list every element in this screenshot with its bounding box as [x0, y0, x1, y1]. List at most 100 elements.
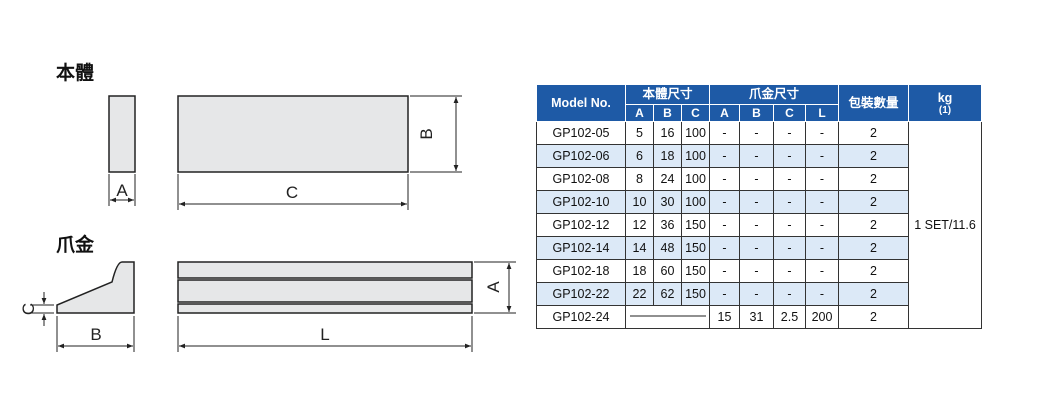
table-row: GP102-10 10 30 100 - - - - 2	[536, 190, 982, 214]
table-row: GP102-05 5 16 100 - - - - 2 1 SET/11.6	[536, 121, 982, 329]
cell-weight: 1 SET/11.6	[908, 121, 982, 329]
cell-body-c: 100	[681, 167, 710, 191]
cell-body-a: 12	[625, 213, 654, 237]
cell-body-na	[625, 305, 710, 329]
spec-table: Model No. 本體尺寸 爪金尺寸 包裝數量 kg (1) A B C A …	[536, 84, 982, 329]
dim-label-jaw-b: B	[90, 325, 101, 344]
header-jaw-a: A	[709, 104, 740, 122]
technical-drawing: A C B C B A L	[19, 95, 516, 352]
body-end-view	[108, 95, 136, 173]
dim-label-jaw-a: A	[484, 281, 503, 293]
cell-model: GP102-10	[536, 190, 626, 214]
header-jaw-b: B	[739, 104, 774, 122]
header-jaw-l: L	[805, 104, 839, 122]
cell-jaw-b: -	[739, 282, 774, 306]
table-row: GP102-12 12 36 150 - - - - 2	[536, 213, 982, 237]
dim-label-body-a: A	[116, 181, 128, 200]
cell-qty: 2	[838, 144, 909, 168]
cell-body-b: 48	[653, 236, 682, 260]
dim-label-jaw-c: C	[19, 303, 38, 315]
cell-jaw-l: -	[805, 213, 839, 237]
cell-body-c: 100	[681, 144, 710, 168]
cell-model: GP102-06	[536, 144, 626, 168]
header-qty: 包裝數量	[838, 84, 909, 122]
cell-jaw-l: -	[805, 236, 839, 260]
cell-body-c: 150	[681, 282, 710, 306]
cell-model: GP102-08	[536, 167, 626, 191]
cell-body-c: 100	[681, 121, 710, 145]
cell-body-c: 150	[681, 236, 710, 260]
cell-jaw-b: -	[739, 190, 774, 214]
cell-jaw-a: -	[709, 167, 740, 191]
cell-jaw-b: -	[739, 213, 774, 237]
not-applicable-line	[629, 315, 706, 317]
cell-qty: 2	[838, 213, 909, 237]
dim-label-jaw-l: L	[320, 325, 329, 344]
cell-jaw-c: -	[773, 167, 806, 191]
header-body-group: 本體尺寸	[625, 84, 710, 105]
header-model: Model No.	[536, 84, 626, 122]
cell-body-a: 5	[625, 121, 654, 145]
cell-body-a: 6	[625, 144, 654, 168]
cell-jaw-c: -	[773, 259, 806, 283]
cell-body-a: 8	[625, 167, 654, 191]
table-row: GP102-24 15 31 2.5 200 2	[536, 305, 982, 329]
table-row: GP102-14 14 48 150 - - - - 2	[536, 236, 982, 260]
cell-qty: 2	[838, 236, 909, 260]
cell-model: GP102-05	[536, 121, 626, 145]
cell-jaw-b: -	[739, 259, 774, 283]
jaw-section-title: 爪金	[56, 235, 95, 256]
jaw-end-profile	[56, 261, 135, 314]
header-weight: kg (1)	[908, 84, 982, 122]
cell-jaw-l: -	[805, 167, 839, 191]
cell-body-a: 22	[625, 282, 654, 306]
cell-qty: 2	[838, 167, 909, 191]
cell-jaw-a: -	[709, 259, 740, 283]
cell-jaw-a: 15	[709, 305, 740, 329]
cell-jaw-a: -	[709, 236, 740, 260]
cell-body-b: 16	[653, 121, 682, 145]
cell-jaw-b: -	[739, 144, 774, 168]
cell-qty: 2	[838, 190, 909, 214]
cell-body-b: 24	[653, 167, 682, 191]
cell-body-b: 30	[653, 190, 682, 214]
cell-jaw-l: -	[805, 121, 839, 145]
cell-jaw-c: -	[773, 213, 806, 237]
cell-jaw-l: -	[805, 282, 839, 306]
cell-jaw-a: -	[709, 144, 740, 168]
cell-qty: 2	[838, 121, 909, 145]
cell-jaw-a: -	[709, 282, 740, 306]
cell-body-c: 150	[681, 213, 710, 237]
cell-jaw-c: -	[773, 144, 806, 168]
cell-jaw-c: -	[773, 190, 806, 214]
cell-body-c: 100	[681, 190, 710, 214]
cell-body-b: 62	[653, 282, 682, 306]
dim-label-body-c: C	[286, 183, 298, 202]
cell-body-a: 14	[625, 236, 654, 260]
cell-model: GP102-24	[536, 305, 626, 329]
header-weight-unit: kg	[937, 90, 953, 105]
table-row: GP102-22 22 62 150 - - - - 2	[536, 282, 982, 306]
cell-body-b: 36	[653, 213, 682, 237]
header-body-c: C	[681, 104, 710, 122]
cell-jaw-c: 2.5	[773, 305, 806, 329]
cell-body-a: 18	[625, 259, 654, 283]
cell-jaw-a: -	[709, 190, 740, 214]
cell-jaw-a: -	[709, 213, 740, 237]
cell-model: GP102-12	[536, 213, 626, 237]
jaw-side-view	[177, 261, 473, 314]
cell-model: GP102-14	[536, 236, 626, 260]
cell-jaw-c: -	[773, 121, 806, 145]
table-row: GP102-06 6 18 100 - - - - 2	[536, 144, 982, 168]
cell-model: GP102-22	[536, 282, 626, 306]
cell-jaw-b: -	[739, 121, 774, 145]
cell-jaw-l: -	[805, 190, 839, 214]
header-jaw-c: C	[773, 104, 806, 122]
cell-qty: 2	[838, 305, 909, 329]
cell-body-b: 60	[653, 259, 682, 283]
cell-jaw-a: -	[709, 121, 740, 145]
cell-jaw-c: -	[773, 282, 806, 306]
header-body-b: B	[653, 104, 682, 122]
cell-jaw-c: -	[773, 236, 806, 260]
cell-jaw-b: -	[739, 236, 774, 260]
